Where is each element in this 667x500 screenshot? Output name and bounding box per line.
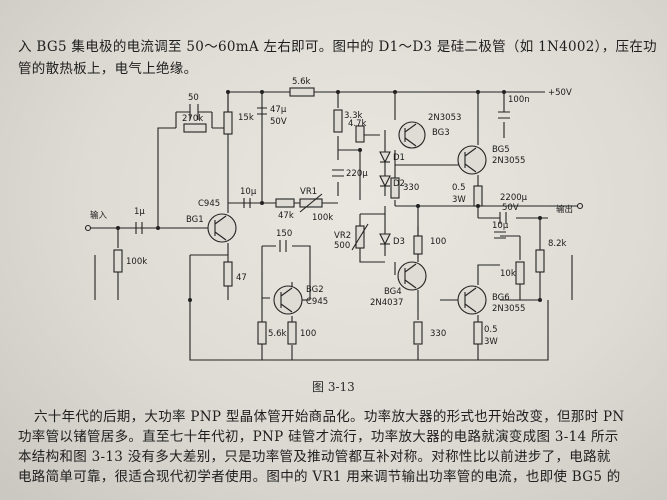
- label-w-3-top: 3W: [452, 195, 466, 205]
- label-r-100-bottom: 100: [300, 329, 316, 339]
- label-supply: +50V: [548, 88, 572, 98]
- label-r-5k6-bottom: 5.6k: [268, 329, 287, 339]
- label-r-100k-input: 100k: [126, 257, 147, 267]
- label-r-05-bottom: 0.5: [484, 325, 498, 335]
- paragraph-line-5: 本结构和图 3-13 没有多大差别，只是功率管及推动管都互补对称。对称性比以前进…: [18, 449, 611, 465]
- label-c-150: 150: [276, 229, 292, 239]
- label-bg3: BG3: [432, 128, 450, 138]
- schematic-labels: 50 270k 15k 47μ 50V 5.6k 3.3k 4.7k 100n …: [90, 77, 573, 347]
- label-r-05-top: 0.5: [452, 183, 466, 193]
- label-2n3053: 2N3053: [428, 113, 461, 123]
- paragraph-line-4: 功率管以锗管居多。直至七十年代初，PNP 硅管才流行，功率放大器的电路就演变成图…: [18, 429, 619, 445]
- label-c945-top: C945: [198, 199, 220, 209]
- label-vr2: VR2: [334, 231, 351, 241]
- label-c-10u: 10μ: [240, 187, 257, 197]
- label-bg6: BG6: [492, 293, 510, 303]
- label-vr1-100k: 100k: [312, 213, 333, 223]
- label-r-8k2: 8.2k: [548, 239, 567, 249]
- label-2n4037: 2N4037: [370, 298, 403, 308]
- label-r-5k6-top: 5.6k: [292, 77, 311, 87]
- paragraph-line-3: 六十年代的后期，大功率 PNP 型晶体管开始商品化。功率放大器的形式也开始改变，…: [34, 409, 625, 425]
- schematic-components: [84, 87, 584, 345]
- label-bg5: BG5: [492, 145, 510, 155]
- figure-caption: 图 3-13: [312, 380, 355, 394]
- label-cap-50: 50: [188, 93, 199, 103]
- label-vr2-500: 500: [334, 241, 350, 251]
- label-bg2: BG2: [306, 285, 324, 295]
- label-c945-bottom: C945: [306, 297, 328, 307]
- label-r-15k: 15k: [238, 113, 254, 123]
- label-c-1u: 1μ: [134, 207, 145, 217]
- label-bg1: BG1: [186, 215, 204, 225]
- label-v-50: 50V: [270, 117, 287, 127]
- label-c-10u-right: 10μ: [492, 221, 509, 231]
- label-d2: D2: [393, 179, 405, 189]
- paragraph-line-2: 管的散热板上，电气上绝缘。: [18, 61, 198, 77]
- label-w-3-bottom: 3W: [484, 337, 498, 347]
- label-r-330-bottom: 330: [430, 329, 446, 339]
- label-d1: D1: [393, 153, 405, 163]
- label-c-220u: 220μ: [346, 169, 368, 179]
- label-r-100-mid: 100: [430, 237, 446, 247]
- label-r-3k3: 3.3k: [344, 111, 363, 121]
- label-r-47k: 47k: [278, 211, 294, 221]
- label-c-2200u: 2200μ: [500, 193, 528, 203]
- label-output: 输出: [556, 204, 573, 215]
- label-vr1: VR1: [300, 187, 317, 197]
- label-d3: D3: [393, 237, 405, 247]
- paragraph-line-6: 电路简单可靠，很适合现代初学者使用。图中的 VR1 用来调节输出功率管的电流，也…: [18, 469, 621, 485]
- label-r-10k: 10k: [500, 269, 516, 279]
- label-bg4: BG4: [384, 287, 402, 297]
- label-r-270k: 270k: [182, 114, 203, 124]
- label-input: 输入: [90, 210, 108, 221]
- label-c-100n: 100n: [508, 95, 530, 105]
- label-2n3055-bottom: 2N3055: [492, 304, 525, 314]
- label-r-47: 47: [236, 273, 247, 283]
- label-c-47u: 47μ: [270, 105, 287, 115]
- label-r-330-top: 330: [403, 183, 419, 193]
- label-v-50b: 50V: [502, 203, 519, 213]
- paragraph-line-1: 入 BG5 集电极的电流调至 50～60mA 左右即可。图中的 D1～D3 是硅…: [18, 39, 657, 55]
- label-r-4k7-top: 4.7k: [348, 119, 367, 129]
- schematic-wires: [88, 91, 580, 361]
- label-2n3055-top: 2N3055: [492, 156, 525, 166]
